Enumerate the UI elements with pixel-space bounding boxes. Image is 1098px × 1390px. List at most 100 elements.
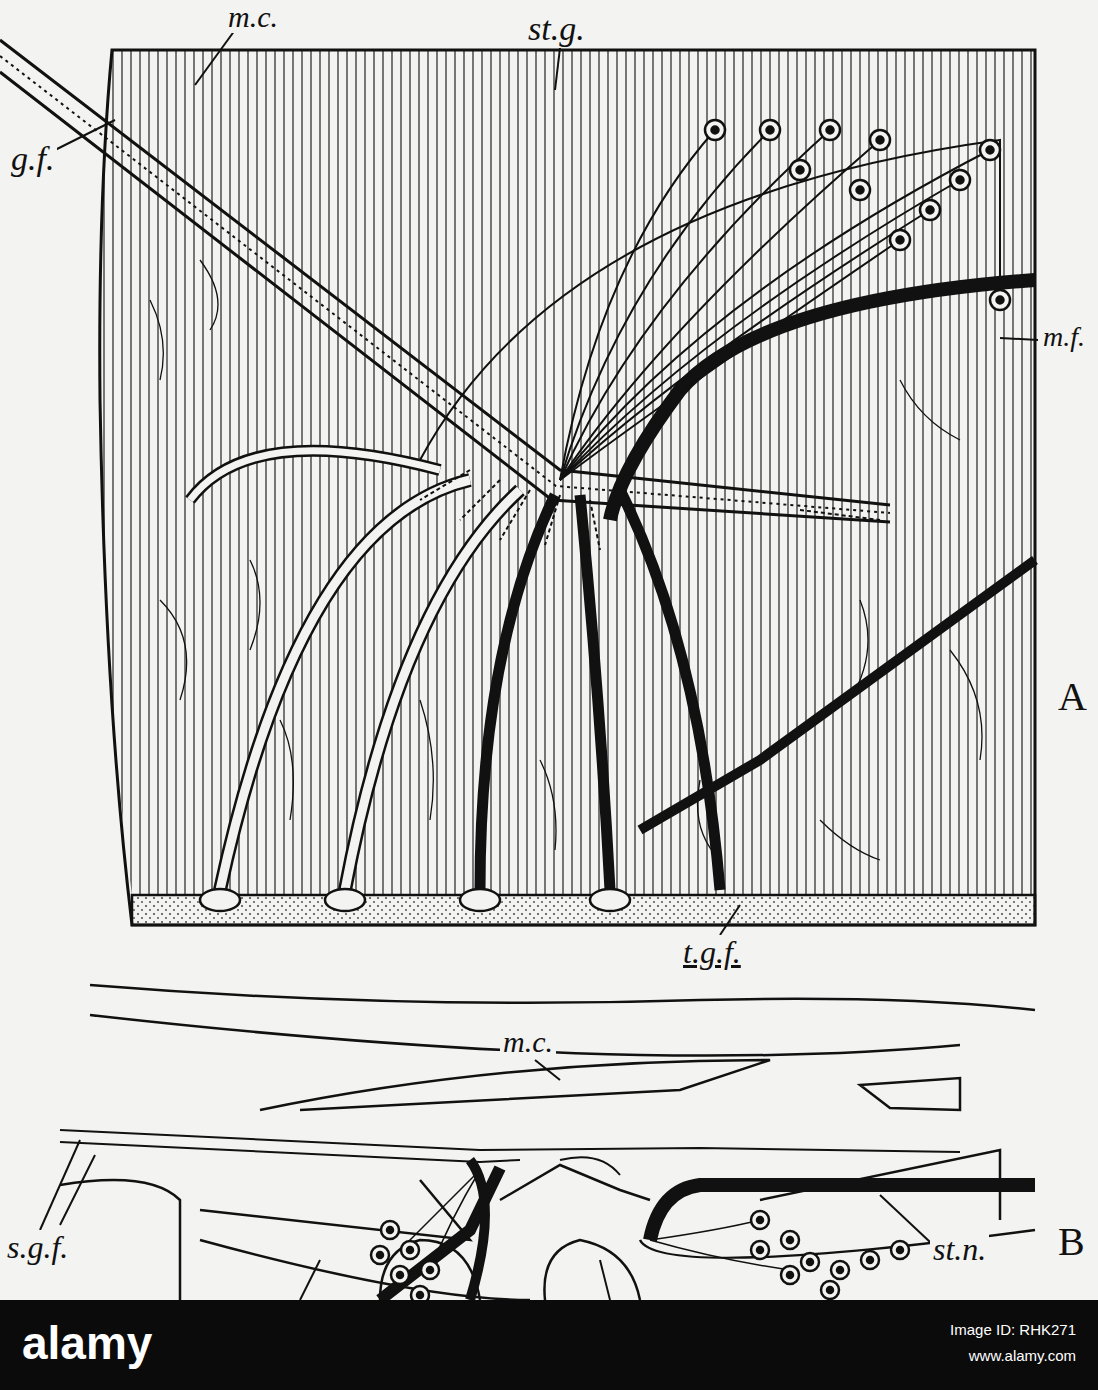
ganglion-cell xyxy=(890,230,910,250)
ganglion-cell xyxy=(705,120,725,140)
part-label: g.f. xyxy=(8,140,57,177)
muscle-hatch xyxy=(382,50,383,895)
panel-b xyxy=(60,985,1035,1300)
muscle-hatch xyxy=(670,50,671,895)
muscle-hatch xyxy=(877,50,878,895)
muscle-hatch xyxy=(1003,50,1004,895)
muscle-hatch xyxy=(526,50,527,895)
ganglion-cell xyxy=(950,170,970,190)
muscle-hatch xyxy=(733,50,734,895)
ganglion-cell xyxy=(781,1266,799,1284)
muscle-hatch xyxy=(616,50,617,895)
muscle-hatch xyxy=(364,50,365,895)
muscle-hatch xyxy=(652,50,653,895)
muscle-hatch xyxy=(760,50,761,895)
muscle-hatch xyxy=(1021,50,1022,895)
muscle-hatch xyxy=(859,50,860,895)
muscle-hatch xyxy=(112,50,113,895)
muscle-hatch xyxy=(499,50,500,895)
muscle-hatch xyxy=(337,50,338,895)
panel-letter: B xyxy=(1055,1220,1088,1264)
muscle-hatch xyxy=(139,50,140,895)
ganglion-cell xyxy=(751,1211,769,1229)
muscle-hatch xyxy=(283,50,284,895)
ganglion-cell xyxy=(781,1231,799,1249)
ganglion-cell xyxy=(391,1266,409,1284)
muscle-hatch xyxy=(274,50,275,895)
part-label: s.g.f. xyxy=(4,1230,71,1265)
ganglion-cell xyxy=(850,180,870,200)
muscle-hatch xyxy=(868,50,869,895)
muscle-hatch xyxy=(184,50,185,895)
muscle-hatch xyxy=(400,50,401,895)
muscle-hatch xyxy=(409,50,410,895)
muscle-hatch xyxy=(193,50,194,895)
muscle-hatch xyxy=(445,50,446,895)
muscle-hatch xyxy=(1030,50,1031,895)
ganglion-cell xyxy=(920,200,940,220)
ganglion-cell xyxy=(760,120,780,140)
ganglion-cell xyxy=(821,1281,839,1299)
muscle-hatch xyxy=(661,50,662,895)
muscle-hatch xyxy=(679,50,680,895)
part-label: st.n. xyxy=(930,1232,989,1267)
watermark-logo: alamy xyxy=(22,1318,152,1369)
muscle-hatch xyxy=(418,50,419,895)
muscle-hatch xyxy=(769,50,770,895)
muscle-hatch xyxy=(643,50,644,895)
muscle-hatch xyxy=(922,50,923,895)
muscle-hatch xyxy=(904,50,905,895)
muscle-hatch xyxy=(148,50,149,895)
muscle-hatch xyxy=(544,50,545,895)
ganglion-cell xyxy=(870,130,890,150)
muscle-hatch xyxy=(463,50,464,895)
muscle-hatch xyxy=(715,50,716,895)
part-label: t.g.f. xyxy=(680,935,744,970)
muscle-hatch xyxy=(1012,50,1013,895)
ganglion-cell xyxy=(980,140,1000,160)
ganglion-cell xyxy=(990,290,1010,310)
muscle-hatch xyxy=(832,50,833,895)
ganglion-cell xyxy=(891,1241,909,1259)
part-label: m.c. xyxy=(225,0,281,33)
muscle-hatch xyxy=(346,50,347,895)
muscle-hatch xyxy=(238,50,239,895)
ganglion-cell xyxy=(831,1261,849,1279)
muscle-hatch xyxy=(823,50,824,895)
ganglion-cell xyxy=(401,1241,419,1259)
muscle-hatch xyxy=(355,50,356,895)
part-label: m.c. xyxy=(500,1025,556,1058)
ganglion-cell xyxy=(371,1246,389,1264)
muscle-hatch xyxy=(391,50,392,895)
muscle-hatch xyxy=(787,50,788,895)
ganglion-cell xyxy=(421,1261,439,1279)
muscle-hatch xyxy=(553,50,554,895)
part-label: st.g. xyxy=(525,10,588,47)
muscle-hatch xyxy=(130,50,131,895)
muscle-hatch xyxy=(976,50,977,895)
watermark-url: www.alamy.com xyxy=(969,1348,1076,1365)
muscle-hatch xyxy=(913,50,914,895)
ganglion-cell xyxy=(751,1241,769,1259)
ganglion-cell xyxy=(820,120,840,140)
muscle-hatch xyxy=(985,50,986,895)
muscle-hatch xyxy=(886,50,887,895)
watermark-id: Image ID: RHK271 xyxy=(950,1322,1076,1339)
muscle-hatch xyxy=(841,50,842,895)
muscle-hatch xyxy=(328,50,329,895)
muscle-hatch xyxy=(850,50,851,895)
muscle-hatch xyxy=(697,50,698,895)
muscle-hatch xyxy=(301,50,302,895)
watermark-bar xyxy=(0,1300,1098,1390)
muscle-hatch xyxy=(319,50,320,895)
muscle-hatch xyxy=(508,50,509,895)
ganglion-cell xyxy=(381,1221,399,1239)
ganglion-cell xyxy=(790,160,810,180)
muscle-hatch xyxy=(121,50,122,895)
muscle-hatch xyxy=(994,50,995,895)
muscle-hatch xyxy=(202,50,203,895)
ganglion-cell xyxy=(801,1253,819,1271)
part-label: m.f. xyxy=(1040,322,1088,353)
muscle-hatch xyxy=(895,50,896,895)
muscle-hatch xyxy=(472,50,473,895)
